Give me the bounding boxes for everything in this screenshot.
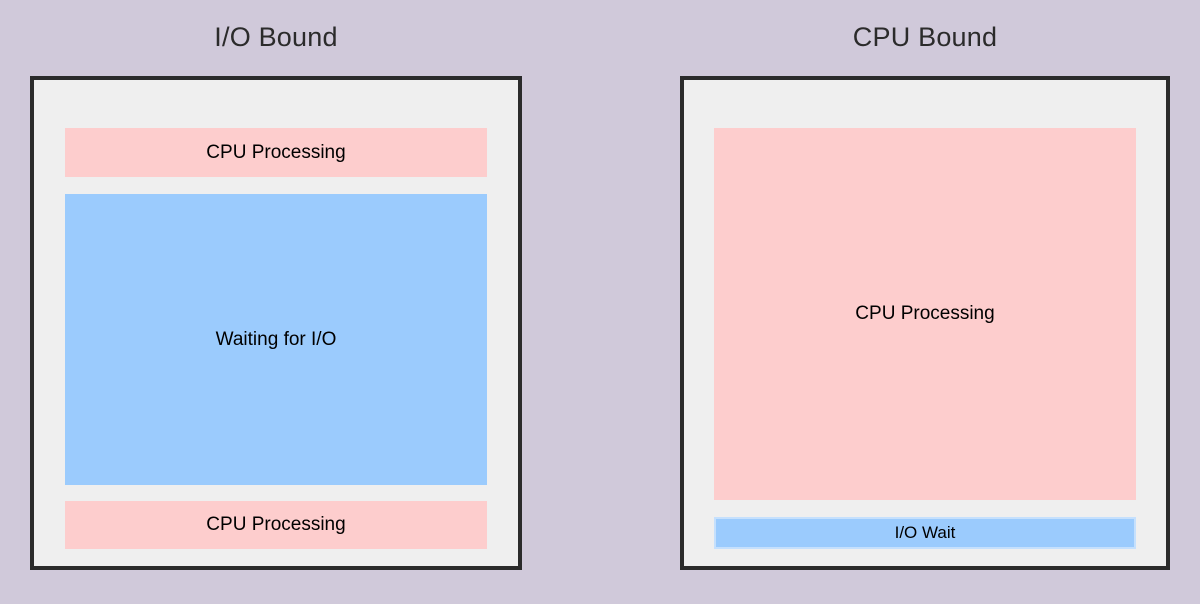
panel-cpu-bound: CPU Processing I/O Wait <box>680 76 1170 570</box>
block-label: CPU Processing <box>855 303 995 324</box>
block-waiting-for-io: Waiting for I/O <box>65 194 487 485</box>
block-label: I/O Wait <box>894 523 956 542</box>
block-io-wait: I/O Wait <box>714 517 1136 549</box>
block-label: CPU Processing <box>206 141 346 163</box>
block-cpu-processing-top: CPU Processing <box>65 128 487 177</box>
block-label: CPU Processing <box>206 514 346 535</box>
block-cpu-processing-bottom: CPU Processing <box>65 501 487 549</box>
panel-title-cpu-bound: CPU Bound <box>852 22 998 52</box>
block-label: Waiting for I/O <box>215 328 337 350</box>
block-cpu-processing-main: CPU Processing <box>714 128 1136 500</box>
panel-title-io-bound: I/O Bound <box>214 22 338 52</box>
panel-io-bound: CPU Processing Waiting for I/O CPU Proce… <box>30 76 522 570</box>
